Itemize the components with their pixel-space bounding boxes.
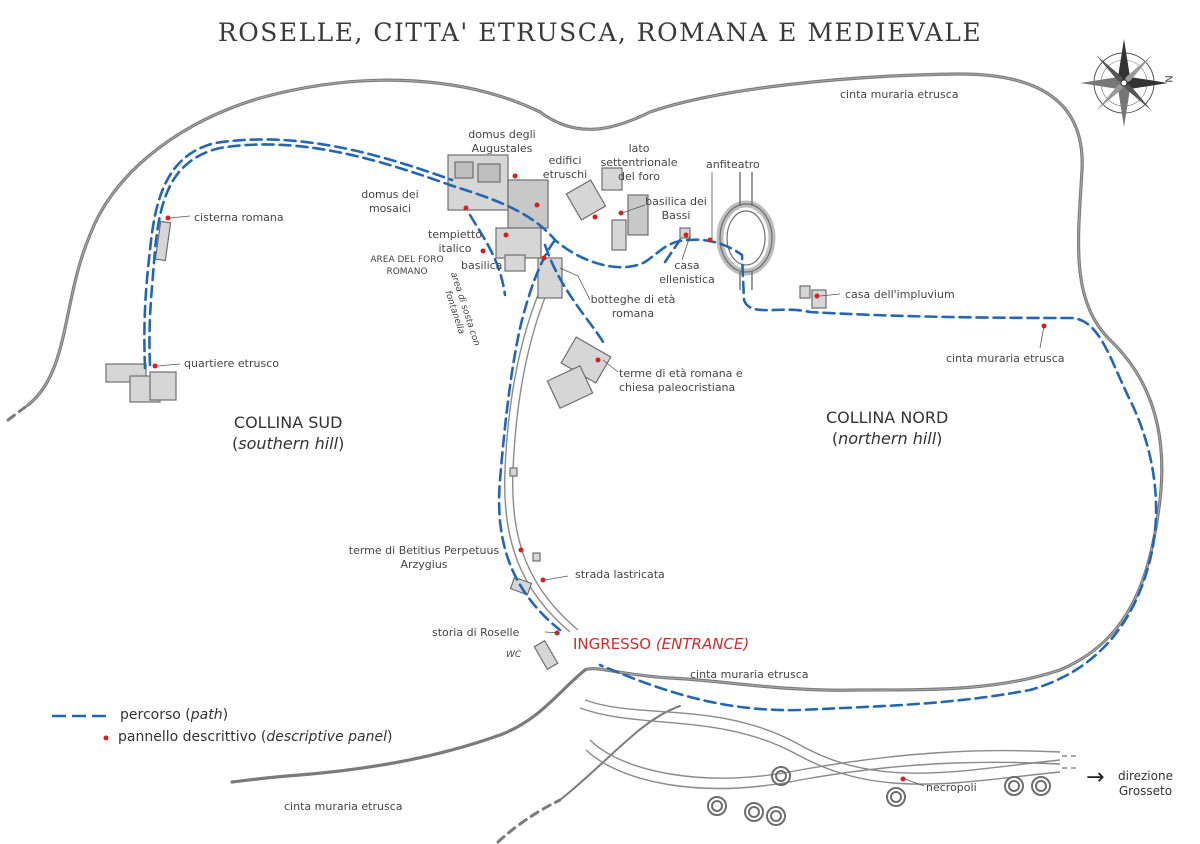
hill-north: COLLINA NORD (northern hill) bbox=[826, 407, 948, 449]
hill-south-english: (southern hill) bbox=[232, 434, 345, 453]
leader-lines bbox=[156, 172, 1045, 787]
page-title: ROSELLE, CITTA' ETRUSCA, ROMANA E MEDIEV… bbox=[217, 18, 983, 47]
legend-panel: pannello descrittivo (descriptive panel) bbox=[118, 729, 393, 745]
ruins bbox=[105, 154, 827, 671]
compass-north-letter: N bbox=[1162, 75, 1174, 83]
direction-arrow-icon: → bbox=[1086, 765, 1105, 790]
label-terme-romana: terme di età romana e chiesa paleocristi… bbox=[619, 367, 743, 394]
label-wall-top: cinta muraria etrusca bbox=[840, 88, 959, 101]
legend-graphics bbox=[52, 714, 112, 741]
label-quartiere: quartiere etrusco bbox=[184, 357, 279, 370]
label-basilica: basilica bbox=[461, 259, 503, 272]
path-route bbox=[143, 138, 1158, 712]
label-wall-bottom: cinta muraria etrusca bbox=[690, 668, 809, 681]
label-lato: lato settentrionale del foro bbox=[600, 142, 678, 183]
label-terme-betitius: terme di Betitius Perpetuus Arzygius bbox=[348, 544, 500, 571]
label-casa-ellenistica: casa ellenistica bbox=[659, 259, 715, 286]
label-wc: WC bbox=[506, 650, 522, 660]
entrance-label: INGRESSO (ENTRANCE) bbox=[573, 635, 750, 653]
label-wall-right: cinta muraria etrusca bbox=[946, 352, 1065, 365]
hill-south-name: COLLINA SUD bbox=[233, 413, 343, 432]
label-domus-augustales: domus degli Augustales bbox=[468, 128, 536, 155]
label-necropoli: necropoli bbox=[926, 781, 977, 794]
label-casa-impluvium: casa dell'impluvium bbox=[845, 288, 955, 301]
hill-south: COLLINA SUD (southern hill) bbox=[232, 412, 344, 454]
label-botteghe: botteghe di età romana bbox=[590, 293, 676, 320]
amphitheatre bbox=[716, 172, 776, 290]
label-wall-outer: cinta muraria etrusca bbox=[284, 800, 403, 813]
road bbox=[503, 271, 1080, 790]
necropoli-tombs bbox=[707, 766, 1051, 826]
compass-rose-icon bbox=[1080, 39, 1168, 127]
label-cisterna: cisterna romana bbox=[194, 211, 284, 224]
direction-grosseto: direzione Grosseto bbox=[1118, 769, 1173, 798]
label-storia: storia di Roselle bbox=[432, 626, 520, 639]
hill-north-name: COLLINA NORD bbox=[826, 408, 949, 427]
label-strada: strada lastricata bbox=[575, 568, 665, 581]
legend-path: percorso (path) bbox=[120, 707, 229, 723]
label-tempietto: tempietto italico bbox=[428, 228, 482, 255]
label-edifici: edifici etruschi bbox=[542, 154, 588, 181]
label-area-foro: AREA DEL FORO ROMANO bbox=[370, 255, 444, 277]
hill-north-english: (northern hill) bbox=[831, 429, 943, 448]
label-basilica-bassi: basilica dei Bassi bbox=[645, 195, 707, 222]
label-domus-mosaici: domus dei mosaici bbox=[361, 188, 419, 215]
label-anfiteatro: anfiteatro bbox=[706, 158, 760, 171]
